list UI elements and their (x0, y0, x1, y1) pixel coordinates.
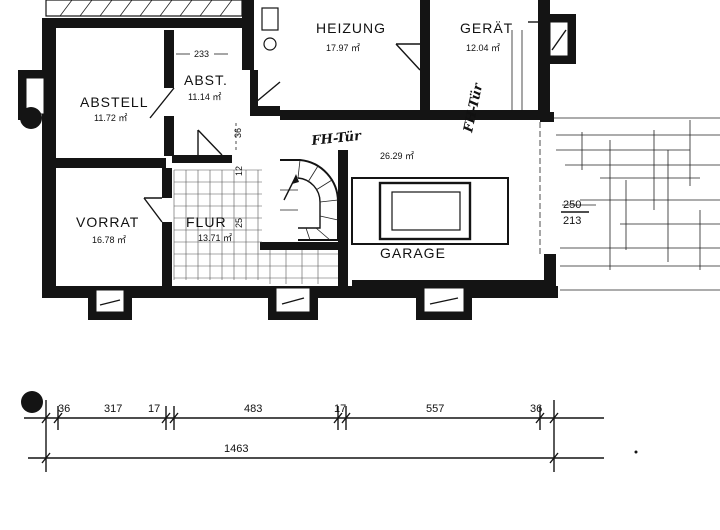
flur-tiles (173, 169, 338, 284)
interior-walls (56, 0, 544, 286)
room-vorrat-label: VORRAT (76, 214, 139, 230)
dim-segment-2: 317 (104, 403, 122, 415)
room-flur-label: FLUR (186, 214, 227, 230)
garage-height-dim: 250 (563, 199, 581, 211)
room-heizung-area: 17.97 ㎡ (326, 43, 360, 53)
room-abst-label: ABST. (184, 72, 228, 88)
fh-tuer-label-2: FH-Tür (461, 81, 486, 135)
room-garage-area: 26.29 ㎡ (380, 151, 414, 161)
paving-lines (554, 117, 720, 291)
dim-segment-4: 483 (244, 403, 262, 415)
abst-width-dim: 233 (194, 49, 209, 59)
dimension-chain (21, 391, 638, 472)
garage-car (351, 177, 509, 245)
dim-segment-7: 36 (530, 403, 542, 415)
room-heizung-label: HEIZUNG (316, 20, 386, 36)
dim-segment-3: 17 (148, 403, 160, 415)
door-swings (143, 21, 540, 223)
dim-segment-5: 17 (334, 403, 346, 415)
room-abst-area: 11.14 ㎡ (188, 92, 221, 102)
room-abstell-label: ABSTELL (80, 94, 148, 110)
light-wells (88, 287, 472, 320)
flur-dim: 36 (233, 128, 243, 138)
fh-tuer-label-1: FH-Tür (310, 129, 363, 149)
room-geraet-area: 12.04 ㎡ (466, 43, 500, 53)
dim-segment-1: 36 (58, 403, 70, 415)
room-flur-area: 13.71 ㎡ (198, 233, 232, 243)
shafts (18, 7, 576, 129)
garage-clear-dim: 213 (563, 215, 581, 227)
room-geraet-label: GERÄT (460, 20, 513, 36)
dim-segment-6: 557 (426, 403, 444, 415)
room-abstell-area: 11.72 ㎡ (94, 113, 127, 123)
hatched-slab (45, 0, 243, 17)
stair-dim-1: 12 (234, 166, 244, 176)
dim-total: 1463 (224, 443, 248, 455)
stair-dim-2: 25 (234, 218, 244, 228)
spiral-staircase (280, 159, 340, 241)
room-garage-label: GARAGE (380, 245, 446, 261)
room-vorrat-area: 16.78 ㎡ (92, 235, 126, 245)
